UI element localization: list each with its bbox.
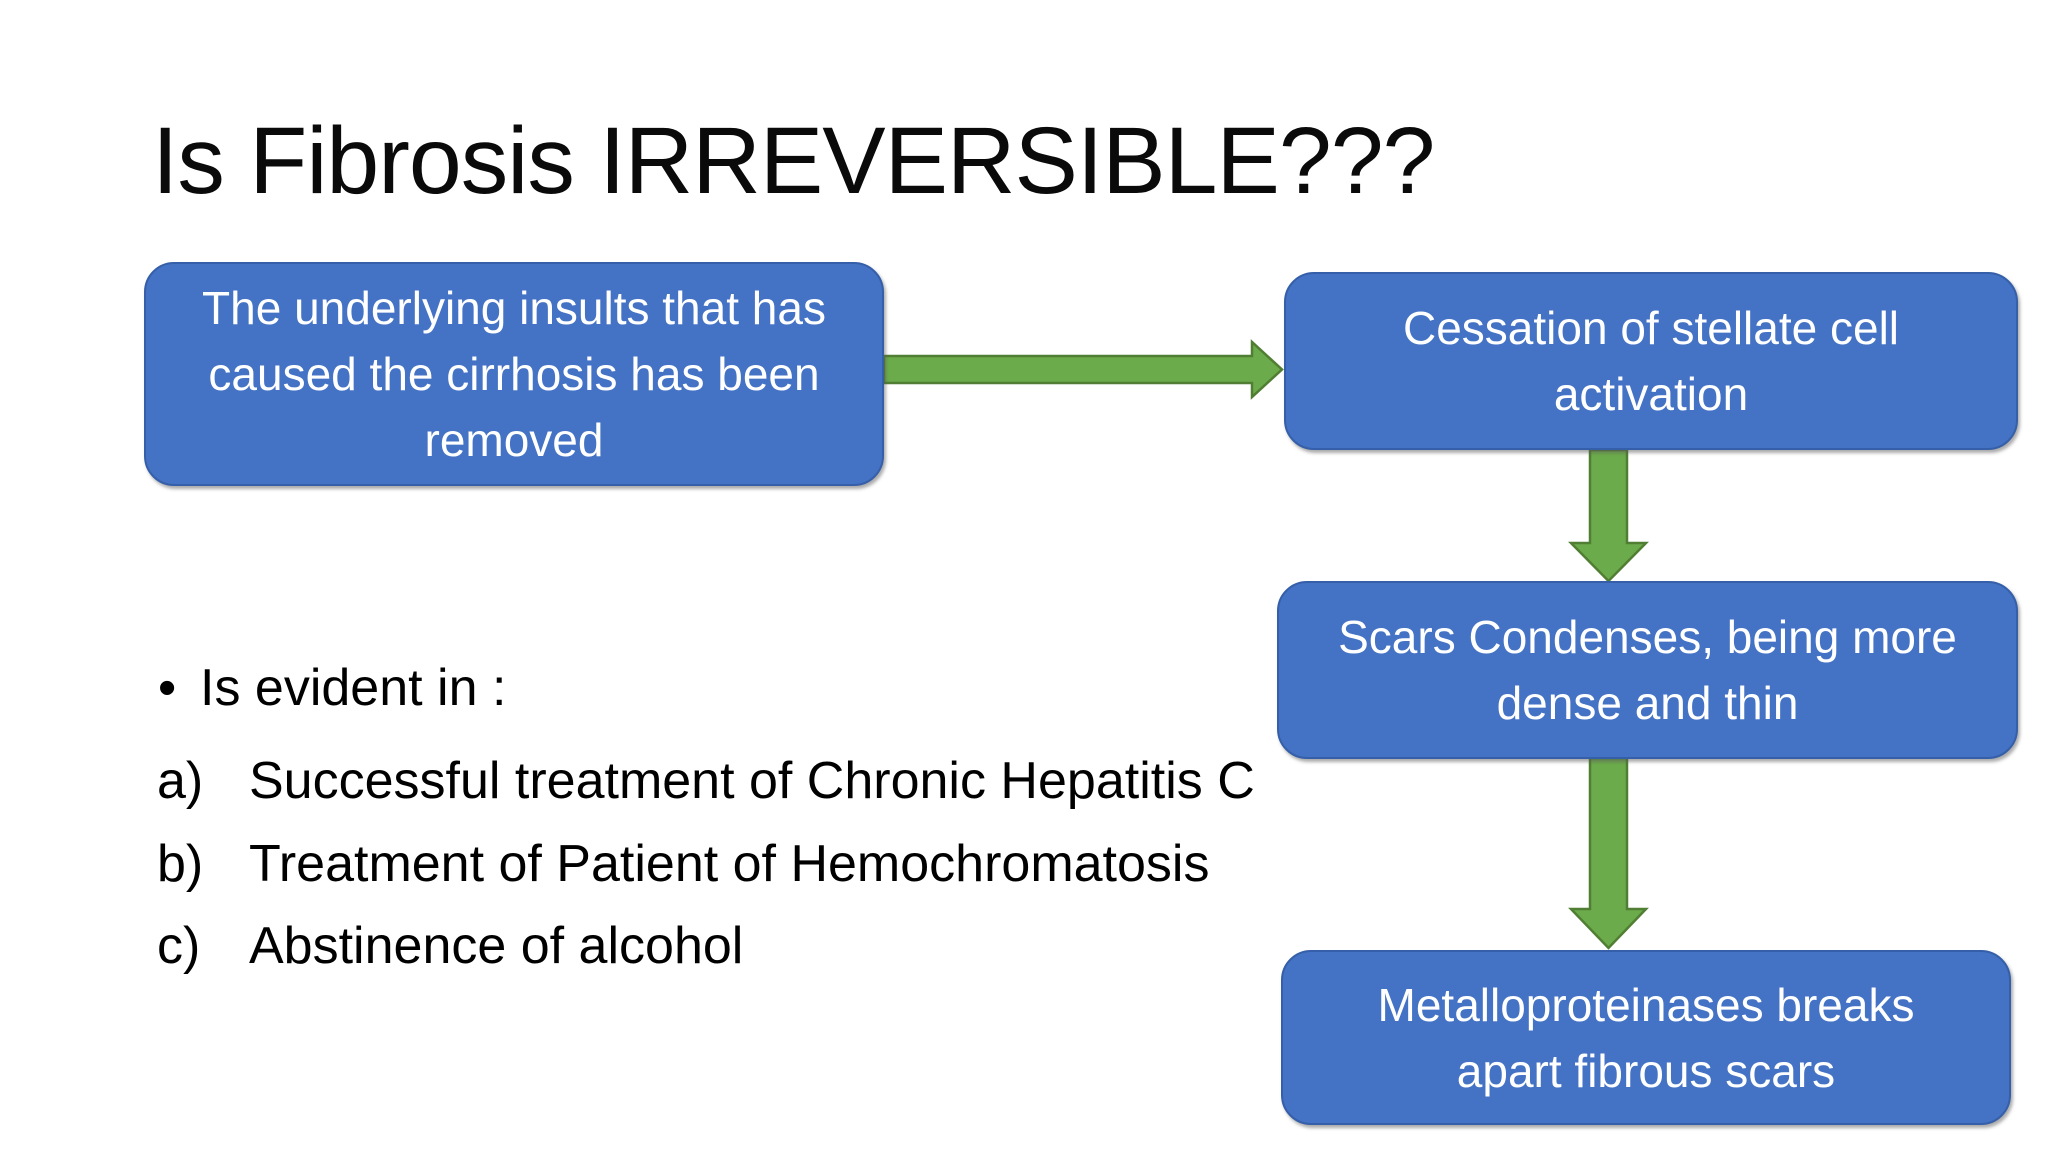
bullet-line: • Is evident in : [158, 657, 506, 719]
list-item-marker: a) [157, 752, 204, 810]
list-item-text: Successful treatment of Chronic Hepatiti… [249, 752, 1255, 810]
flow-box-underlying-insult-removed: The underlying insults that has caused t… [144, 262, 884, 486]
slide-title: Is Fibrosis IRREVERSIBLE??? [152, 108, 1435, 214]
arrow-down-icon [1568, 756, 1649, 950]
list-item: a) Successful treatment of Chronic Hepat… [157, 750, 1255, 812]
bullet-marker: • [158, 659, 177, 717]
flow-box-metalloproteinases: Metalloproteinases breaks apart fibrous … [1281, 950, 2011, 1125]
list-item: c) Abstinence of alcohol [157, 915, 743, 977]
arrow-right-icon [882, 339, 1284, 400]
flow-box-cessation-stellate-activation: Cessation of stellate cell activation [1284, 272, 2018, 450]
list-item: b) Treatment of Patient of Hemochromatos… [157, 833, 1209, 895]
flow-box-scars-condense: Scars Condenses, being more dense and th… [1277, 581, 2018, 759]
arrow-down-icon [1568, 448, 1649, 583]
list-item-text: Abstinence of alcohol [249, 917, 744, 975]
bullet-text: Is evident in : [200, 659, 507, 717]
list-item-marker: b) [157, 835, 204, 893]
list-item-text: Treatment of Patient of Hemochromatosis [249, 835, 1210, 893]
list-item-marker: c) [157, 917, 201, 975]
